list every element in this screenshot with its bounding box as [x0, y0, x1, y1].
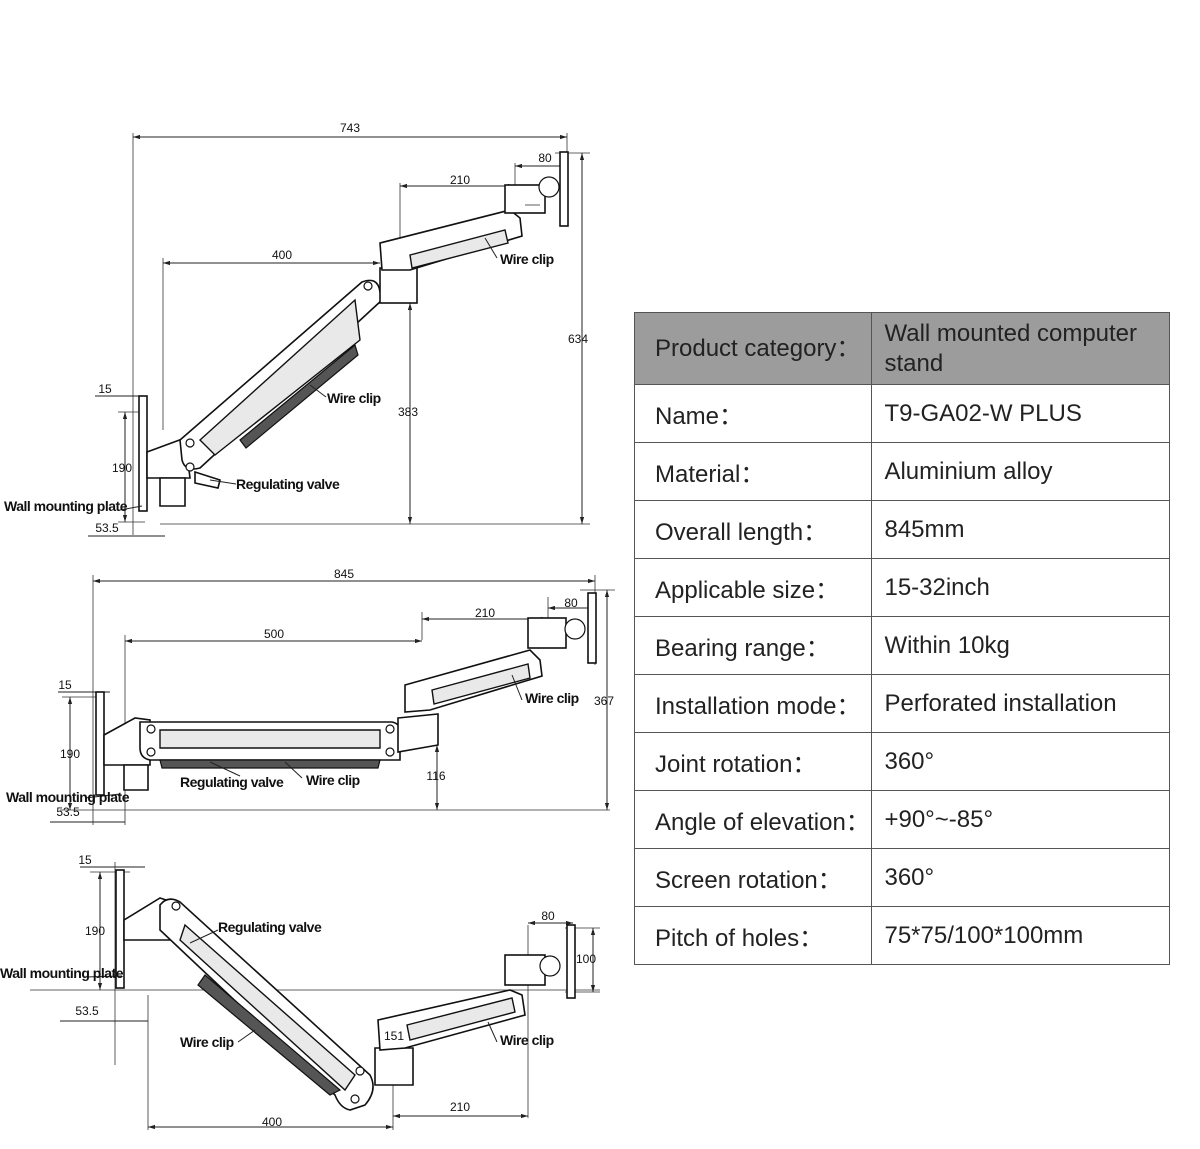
dim-190: 190 [112, 461, 132, 475]
dim-210: 210 [450, 173, 470, 187]
dim-190: 190 [60, 747, 80, 761]
view-lowered: 15 190 80 100 53.5 151 210 400 Regulatin… [0, 853, 600, 1130]
spec-row: Product category：Wall mounted computer s… [633, 312, 1170, 385]
spec-value: 360° [871, 848, 1170, 907]
dim-400: 400 [272, 248, 292, 262]
spec-label: Overall length： [633, 500, 873, 559]
spec-value: 15-32inch [871, 558, 1170, 617]
dim-53-5: 53.5 [75, 1004, 99, 1018]
dim-845: 845 [334, 567, 354, 581]
label-wire-clip: Wire clip [500, 251, 554, 267]
label-wall-mounting-plate: Wall mounting plate [4, 498, 128, 514]
spec-value: T9-GA02-W PLUS [871, 384, 1170, 443]
label-wall-mounting-plate: Wall mounting plate [6, 789, 130, 805]
spec-row: Overall length：845mm [633, 500, 1170, 559]
dim-80: 80 [564, 596, 578, 610]
dim-53-5: 53.5 [56, 805, 80, 819]
spec-row: Name：T9-GA02-W PLUS [633, 384, 1170, 443]
dim-210: 210 [450, 1100, 470, 1114]
view-raised: 743 80 210 400 634 383 15 190 53.5 Wire … [4, 121, 590, 537]
spec-label: Screen rotation： [633, 848, 873, 907]
spec-row: Screen rotation：360° [633, 848, 1170, 907]
spec-row: Bearing range：Within 10kg [633, 616, 1170, 675]
dim-15: 15 [58, 678, 72, 692]
spec-value: Wall mounted computer stand [871, 312, 1170, 385]
spec-label: Joint rotation： [633, 732, 873, 791]
dim-53-5: 53.5 [95, 521, 119, 535]
spec-value: 360° [871, 732, 1170, 791]
spec-row: Joint rotation：360° [633, 732, 1170, 791]
technical-drawing: 743 80 210 400 634 383 15 190 53.5 Wire … [0, 121, 615, 1130]
spec-label: Pitch of holes： [633, 906, 873, 965]
spec-value: 845mm [871, 500, 1170, 559]
dim-210: 210 [475, 606, 495, 620]
spec-label: Bearing range： [633, 616, 873, 675]
dim-80: 80 [541, 909, 555, 923]
dim-15: 15 [78, 853, 92, 867]
spec-value: Perforated installation [871, 674, 1170, 733]
spec-label: Product category： [633, 312, 873, 385]
dim-15: 15 [98, 382, 112, 396]
label-regulating-valve: Regulating valve [236, 476, 340, 492]
label-wire-clip: Wire clip [525, 690, 579, 706]
dim-383: 383 [398, 405, 418, 419]
label-wire-clip: Wire clip [500, 1032, 554, 1048]
spec-value: +90°~-85° [871, 790, 1170, 849]
dim-80: 80 [538, 151, 552, 165]
dim-367: 367 [594, 694, 614, 708]
label-regulating-valve: Regulating valve [218, 919, 322, 935]
spec-value: Aluminium alloy [871, 442, 1170, 501]
spec-label: Angle of elevation： [633, 790, 873, 849]
spec-value: 75*75/100*100mm [871, 906, 1170, 965]
spec-value: Within 10kg [871, 616, 1170, 675]
spec-row: Applicable size：15-32inch [633, 558, 1170, 617]
spec-row: Pitch of holes：75*75/100*100mm [633, 906, 1170, 965]
spec-label: Applicable size： [633, 558, 873, 617]
dim-634: 634 [568, 332, 588, 346]
spec-label: Name： [633, 384, 873, 443]
view-extended: 845 210 80 500 15 190 367 116 53.5 Wire … [6, 567, 615, 825]
dim-151: 151 [384, 1029, 404, 1043]
label-wall-mounting-plate: Wall mounting plate [0, 965, 124, 981]
dim-400: 400 [262, 1115, 282, 1129]
dim-190: 190 [85, 924, 105, 938]
label-wire-clip: Wire clip [327, 390, 381, 406]
dim-743: 743 [340, 121, 360, 135]
spec-table: Product category：Wall mounted computer s… [633, 312, 1170, 965]
dim-100: 100 [576, 952, 596, 966]
spec-row: Angle of elevation：+90°~-85° [633, 790, 1170, 849]
label-wire-clip: Wire clip [306, 772, 360, 788]
dim-500: 500 [264, 627, 284, 641]
label-wire-clip: Wire clip [180, 1034, 234, 1050]
label-regulating-valve: Regulating valve [180, 774, 284, 790]
dim-116: 116 [426, 769, 445, 783]
spec-row: Installation mode：Perforated installatio… [633, 674, 1170, 733]
spec-label: Installation mode： [633, 674, 873, 733]
spec-row: Material：Aluminium alloy [633, 442, 1170, 501]
spec-label: Material： [633, 442, 873, 501]
